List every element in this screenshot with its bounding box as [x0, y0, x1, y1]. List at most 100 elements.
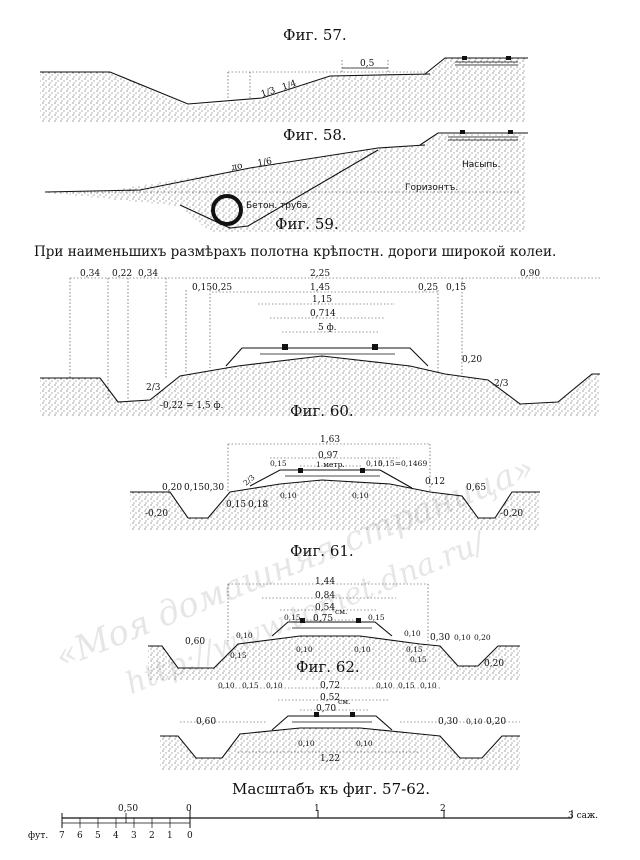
fig59-dim-6: 0,25: [212, 283, 232, 293]
fig58-embankment: [419, 132, 528, 146]
fig61-title: Фиг. 61.: [290, 542, 354, 560]
fig61-rail-left: [300, 618, 305, 623]
fig61-dim-14: 0,20: [474, 633, 491, 642]
fig61-dim-10: 0,10: [354, 645, 371, 654]
fig59-dim-0: 0,34: [80, 269, 100, 279]
fig58-ground-line: [44, 144, 426, 193]
fig59-dim-10: 1,15: [312, 295, 332, 305]
figure-60: Фиг. 60. 1,63 0,97 1 метр. 2/3 0,15 0,15…: [130, 402, 540, 530]
fig57-title: Фиг. 57.: [283, 26, 347, 44]
fig62-dim-15: 1,22: [320, 754, 340, 764]
fig57-dim-0: 0,5: [360, 59, 375, 69]
fig59-title: Фиг. 59.: [275, 215, 339, 233]
fig61-rail-right: [356, 618, 361, 623]
fig60-title: Фиг. 60.: [290, 402, 354, 420]
fig61-ground-line: [148, 635, 520, 669]
fig57-rail-right: [506, 56, 511, 60]
fig57-embankment: [424, 57, 528, 75]
fig61-dim-6: 0,15: [284, 613, 301, 622]
fig61-dim-16: 0,15: [230, 651, 247, 660]
fig60-dim-12: 0,15: [226, 500, 246, 510]
fig62-dim-3: 0,72: [320, 681, 340, 691]
fig59-dim-5: 0,15: [192, 283, 212, 293]
fig58-rail-left: [460, 130, 465, 134]
fig59-dim-13: 0,20: [462, 355, 482, 365]
fig62-dim-2: 0,10: [266, 681, 283, 690]
fig62-dim-7: 0,52: [320, 693, 340, 703]
fig60-rail-left: [298, 468, 303, 473]
fig60-rail-right: [360, 468, 365, 473]
fig59-dim-7: 1,45: [310, 283, 330, 293]
figure-58: Фиг. 58. до 1/6 Бетон. труба. Насыпь. Го…: [40, 126, 528, 232]
fig60-dim-9: 0,30: [204, 483, 224, 493]
scale-bottom-6: 1: [167, 831, 173, 841]
fig61-dim-0: 1,44: [315, 577, 335, 587]
fig62-rail-right: [350, 712, 355, 717]
scale-bottom-5: 2: [149, 831, 155, 841]
fig60-dim-3: 2/3: [242, 473, 257, 488]
fig61-dim-11: 0,15: [406, 645, 423, 654]
fig60-dim-1: 0,97: [318, 451, 338, 461]
fig61-dim-5: 0,10: [236, 631, 253, 640]
fig60-dim-14: 0,10: [280, 491, 297, 500]
scale-top-4: 3 саж.: [568, 811, 598, 821]
fig58-cut-slope: [179, 149, 379, 229]
fig61-dim-2: 0,54: [315, 603, 335, 613]
fig62-dim-8: 0,70: [316, 704, 336, 714]
fig61-dim-3: 0,75: [313, 614, 333, 624]
fig57-slope-1: 1/3: [260, 86, 277, 100]
fig59-caption: При наименьшихъ размѣрахъ полотна крѣпос…: [34, 244, 556, 260]
fig57-rail-left: [462, 56, 467, 60]
fig60-dim-8: 0,15: [184, 483, 204, 493]
fig62-dim-9: 0,60: [196, 717, 216, 727]
scale-bottom-2: 5: [95, 831, 101, 841]
fig62-dim-1: 0,15: [242, 681, 259, 690]
fig59-rail-left: [282, 344, 288, 350]
fig62-dim-4: 0,10: [376, 681, 393, 690]
scale-bottom-1: 6: [77, 831, 83, 841]
fig59-ballast: [225, 347, 429, 367]
fig60-dim-11: -0,20: [145, 509, 168, 519]
fig61-dim-13: 0,10: [454, 633, 471, 642]
fig59-slope-left: 2/3: [146, 383, 161, 393]
scale-bottom-4: 3: [131, 831, 137, 841]
fig60-dim-5: 0,15: [366, 459, 383, 468]
fig59-dim-11: 0,714: [310, 309, 336, 319]
figure-61: Фиг. 61. 1,44 0,84 0,54 0,75 см. 0,60 0,…: [148, 542, 520, 680]
fig62-dim-12: 0,20: [486, 717, 506, 727]
scale-bottom-7: 0: [187, 831, 193, 841]
fig60-extra: 0,15=0,1469: [378, 459, 427, 468]
scale-bottom-0: 7: [59, 831, 65, 841]
fig61-dim-8: 0,10: [404, 629, 421, 638]
fig59-dim-4: 0,90: [520, 269, 540, 279]
fig61-dim-9: 0,10: [296, 645, 313, 654]
fig58-embankment-label: Насыпь.: [462, 160, 500, 170]
scale-bottom-3: 4: [113, 831, 119, 841]
fig62-dim-10: 0,30: [438, 717, 458, 727]
fig59-dim-9: 0,15: [446, 283, 466, 293]
scale-top-3: 2: [440, 804, 446, 814]
fig58-pipe-label: Бетон. труба.: [246, 201, 310, 211]
fig62-unit: см.: [338, 697, 350, 706]
fig58-rail-right: [508, 130, 513, 134]
figure-62: Фиг. 62. 0,10 0,15 0,10 0,72 0,10 0,15 0…: [160, 658, 520, 770]
fig59-slope-right: 2/3: [494, 379, 509, 389]
fig60-dim-4: 0,15: [270, 459, 287, 468]
figure-59: Фиг. 59. При наименьшихъ размѣрахъ полот…: [34, 215, 600, 416]
fig59-rail-right: [372, 344, 378, 350]
fig62-ground-line: [160, 727, 520, 759]
fig62-dim-14: 0,10: [356, 739, 373, 748]
fig62-dim-0: 0,10: [218, 681, 235, 690]
fig62-rail-left: [314, 712, 319, 717]
fig62-dim-13: 0,10: [298, 739, 315, 748]
fig60-dim-10: 0,65: [466, 483, 486, 493]
fig58-slope-ratio: 1/6: [257, 157, 273, 169]
fig60-dim-16: -0,20: [500, 509, 523, 519]
fig60-dim-13: 0,18: [248, 500, 268, 510]
fig61-dim-7: 0,15: [368, 613, 385, 622]
fig58-horizon-label: Горизонтъ.: [405, 183, 458, 193]
fig61-dim-1: 0,84: [315, 591, 335, 601]
fig61-ballast: [271, 621, 393, 637]
scale-title: Масштабъ къ фиг. 57-62.: [232, 780, 430, 798]
